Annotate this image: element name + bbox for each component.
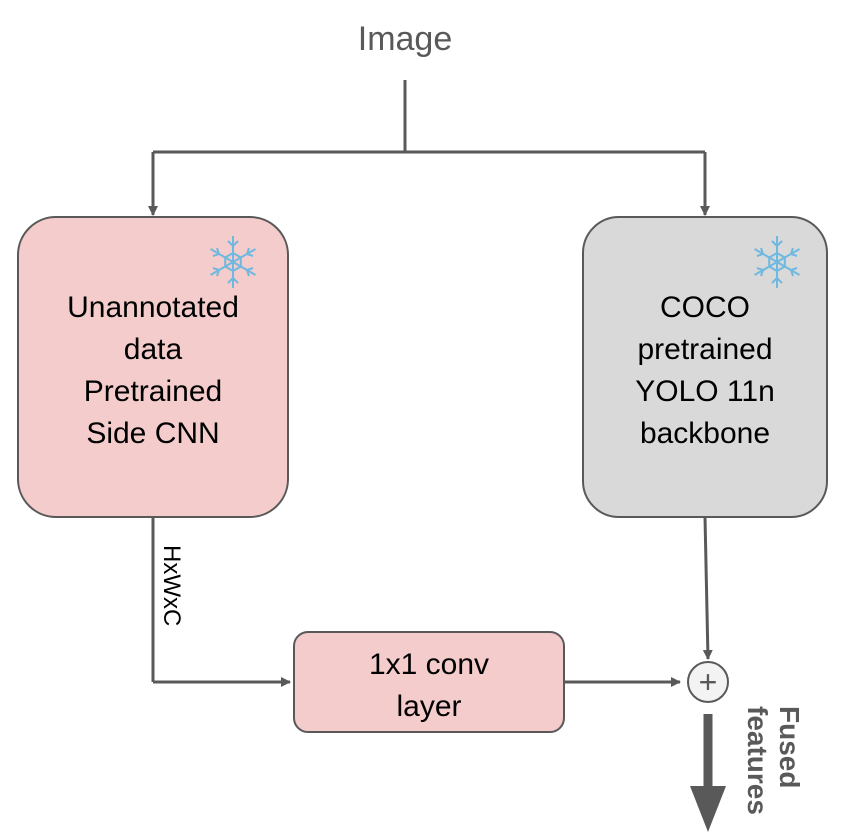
- snowflake-icon: [209, 236, 257, 288]
- yolo-line-3: YOLO 11n: [635, 375, 775, 408]
- yolo-line-2: pretrained: [637, 333, 772, 366]
- yolo-backbone-box: COCO pretrained YOLO 11n backbone: [582, 216, 828, 518]
- side-cnn-line-2: data: [124, 333, 183, 366]
- fuse-symbol: +: [699, 664, 718, 700]
- side-cnn-box: Unannotated data Pretrained Side CNN: [17, 216, 289, 518]
- conv-layer-box: 1x1 conv layer: [293, 631, 565, 733]
- side-cnn-to-conv-connector: [151, 517, 291, 687]
- output-arrow: [690, 714, 726, 832]
- side-cnn-line-1: Unannotated: [67, 291, 239, 324]
- yolo-line-4: backbone: [640, 417, 770, 450]
- fuse-add-node: +: [687, 661, 729, 703]
- conv-line-2: layer: [396, 690, 461, 723]
- output-label-line-1: Fused: [774, 706, 805, 788]
- snowflake-icon: [753, 236, 801, 288]
- conv-line-1: 1x1 conv: [369, 648, 489, 681]
- yolo-to-fuse-connector: [702, 516, 713, 660]
- side-cnn-line-3: Pretrained: [84, 375, 222, 408]
- output-label-line-2: features: [742, 706, 773, 815]
- side-cnn-line-4: Side CNN: [86, 417, 219, 450]
- output-label: Fused features: [742, 706, 805, 815]
- input-label: Image: [358, 20, 453, 58]
- dimension-label: HxWxC: [158, 545, 185, 626]
- yolo-line-1: COCO: [660, 291, 750, 324]
- input-split-connector: [148, 80, 710, 216]
